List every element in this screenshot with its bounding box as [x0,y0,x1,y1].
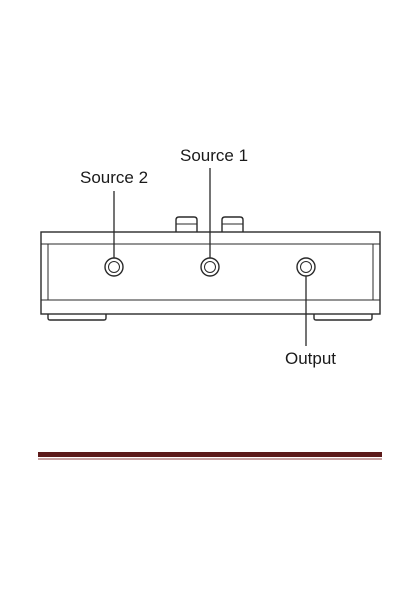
jack-source-2-icon [105,258,123,276]
label-output: Output [285,349,336,368]
page-divider-rule [38,452,382,461]
jack-output-icon [297,258,315,276]
jack-source-1-icon [201,258,219,276]
device-feet [48,314,372,320]
label-source-1: Source 1 [180,146,248,165]
label-source-2: Source 2 [80,168,148,187]
divider-dark-band [38,452,382,457]
divider-light-band [38,458,382,460]
